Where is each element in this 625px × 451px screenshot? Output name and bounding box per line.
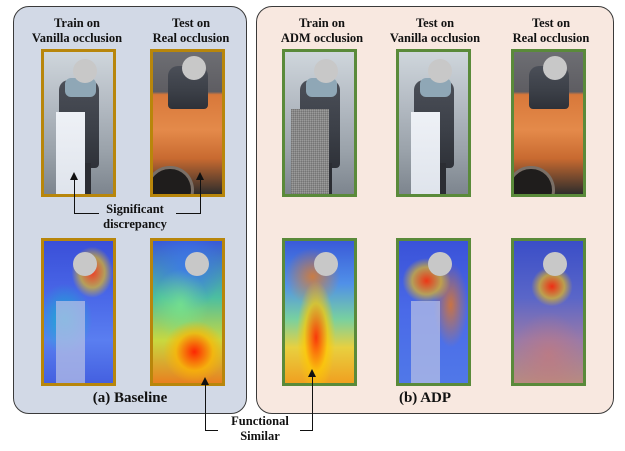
significant-discrepancy-label: Significant discrepancy — [103, 202, 167, 231]
adp-test-real-image — [511, 49, 586, 197]
adp-col-title-train-adm: Train on ADM occlusion — [280, 16, 364, 45]
adp-col-title-test-vanilla: Test on Vanilla occlusion — [389, 16, 481, 45]
discrepancy-bracket-right — [176, 176, 201, 214]
adp-train-adm-heatmap — [282, 238, 357, 386]
adp-col-title-test-real: Test on Real occlusion — [512, 16, 590, 45]
adp-test-vanilla-image — [396, 49, 471, 197]
adp-test-vanilla-heatmap — [396, 238, 471, 386]
discrepancy-arrow-left — [70, 172, 78, 180]
baseline-col-title-test-real: Test on Real occlusion — [152, 16, 230, 45]
adp-train-adm-image — [282, 49, 357, 197]
baseline-test-real-image — [150, 49, 225, 197]
baseline-caption: (a) Baseline — [92, 390, 168, 406]
adp-caption: (b) ADP — [398, 390, 452, 406]
baseline-col-title-train: Train on Vanilla occlusion — [31, 16, 123, 45]
functional-arrow-right — [308, 369, 316, 377]
baseline-test-real-heatmap — [150, 238, 225, 386]
functional-arrow-left — [201, 377, 209, 385]
baseline-train-vanilla-image — [41, 49, 116, 197]
functional-bracket-right — [300, 372, 313, 431]
functional-bracket-left — [205, 380, 218, 431]
adp-test-real-heatmap — [511, 238, 586, 386]
discrepancy-arrow-right — [196, 172, 204, 180]
baseline-train-vanilla-heatmap — [41, 238, 116, 386]
functional-similar-label: Functional Similar — [231, 414, 289, 443]
discrepancy-bracket-left — [74, 176, 99, 214]
